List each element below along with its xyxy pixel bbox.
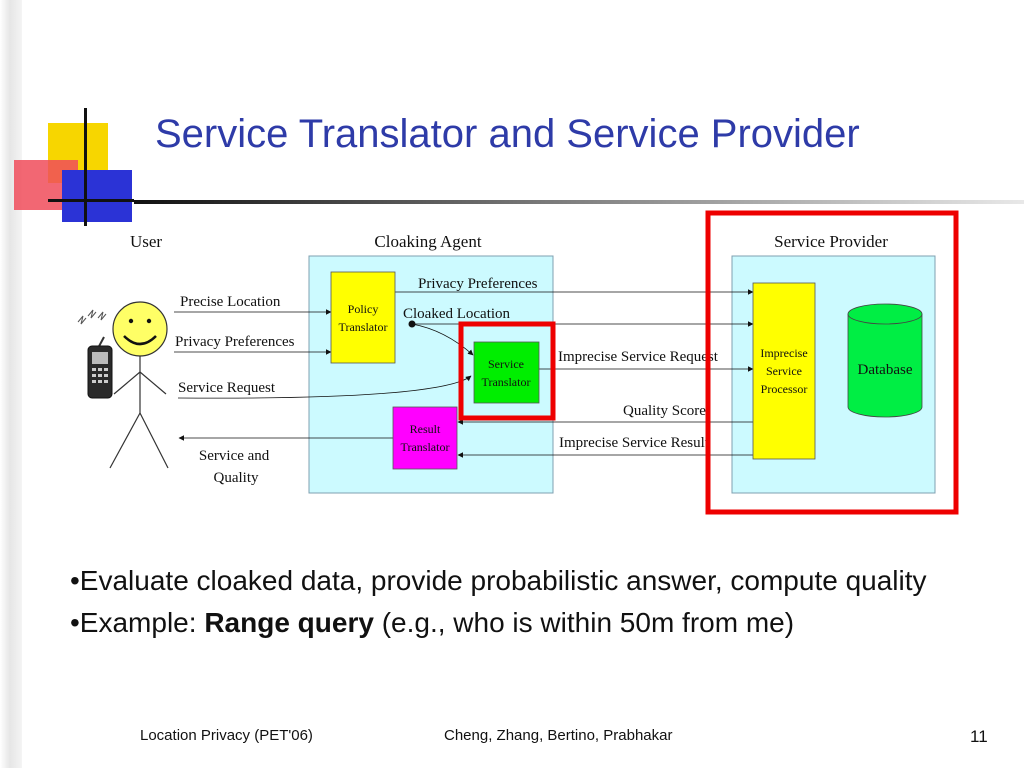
service-translator-highlight (458, 321, 556, 421)
svg-text:Database: Database (858, 362, 913, 378)
svg-text:Imprecise: Imprecise (760, 346, 807, 360)
svg-text:Translator: Translator (401, 440, 450, 454)
svg-text:Policy: Policy (348, 302, 379, 316)
decor-vertical-line (84, 108, 87, 226)
page-number: 11 (970, 727, 988, 746)
svg-text:Processor: Processor (761, 382, 808, 396)
quality-score-label: Quality Score (623, 403, 706, 419)
service-translator-box: Service Translator (473, 341, 540, 404)
user-figure (77, 301, 169, 469)
service-provider-highlight (705, 210, 959, 515)
svg-text:Service: Service (766, 364, 802, 378)
imprecise-service-request-label: Imprecise Service Request (558, 349, 719, 365)
user-label: User (130, 232, 162, 251)
service-request-label: Service Request (178, 380, 276, 396)
bullet-list: •Evaluate cloaked data, provide probabil… (70, 560, 1000, 644)
svg-text:Translator: Translator (339, 320, 388, 334)
footer-authors: Cheng, Zhang, Bertino, Prabhakar (444, 727, 673, 744)
range-query-term: Range query (204, 607, 374, 638)
user-privacy-preferences-label: Privacy Preferences (175, 334, 295, 350)
svg-text:Service: Service (488, 357, 524, 371)
bullet-evaluate: •Evaluate cloaked data, provide probabil… (70, 565, 927, 596)
service-provider-label: Service Provider (774, 232, 888, 251)
precise-location-label: Precise Location (180, 294, 281, 310)
imprecise-service-result-label: Imprecise Service Result (559, 435, 710, 451)
footer-conference: Location Privacy (PET'06) (140, 727, 313, 744)
svg-text:Result: Result (410, 422, 441, 436)
signal-waves-icon (77, 309, 107, 325)
cloaked-location-branch-arrow (411, 323, 474, 356)
svg-text:Translator: Translator (482, 375, 531, 389)
cloaked-location-label: Cloaked Location (403, 306, 511, 322)
policy-translator-box: Policy Translator (330, 271, 396, 364)
decor-blue-square (62, 170, 132, 222)
cloaking-agent-label: Cloaking Agent (374, 232, 481, 251)
mobile-phone-icon (87, 336, 113, 399)
bullet-example: •Example: Range query (e.g., who is with… (70, 607, 795, 638)
database-cylinder: Database (847, 303, 923, 418)
imprecise-service-processor-box: Imprecise Service Processor (752, 282, 816, 460)
smiley-face-icon (112, 301, 168, 357)
decor-horizontal-line (48, 199, 134, 202)
service-and-quality-label: Service and Quality (199, 448, 273, 486)
result-translator-box: Result Translator (392, 406, 458, 470)
agent-privacy-preferences-label: Privacy Preferences (418, 276, 538, 292)
title-underline (134, 200, 1024, 204)
slide-title: Service Translator and Service Provider (155, 112, 860, 156)
